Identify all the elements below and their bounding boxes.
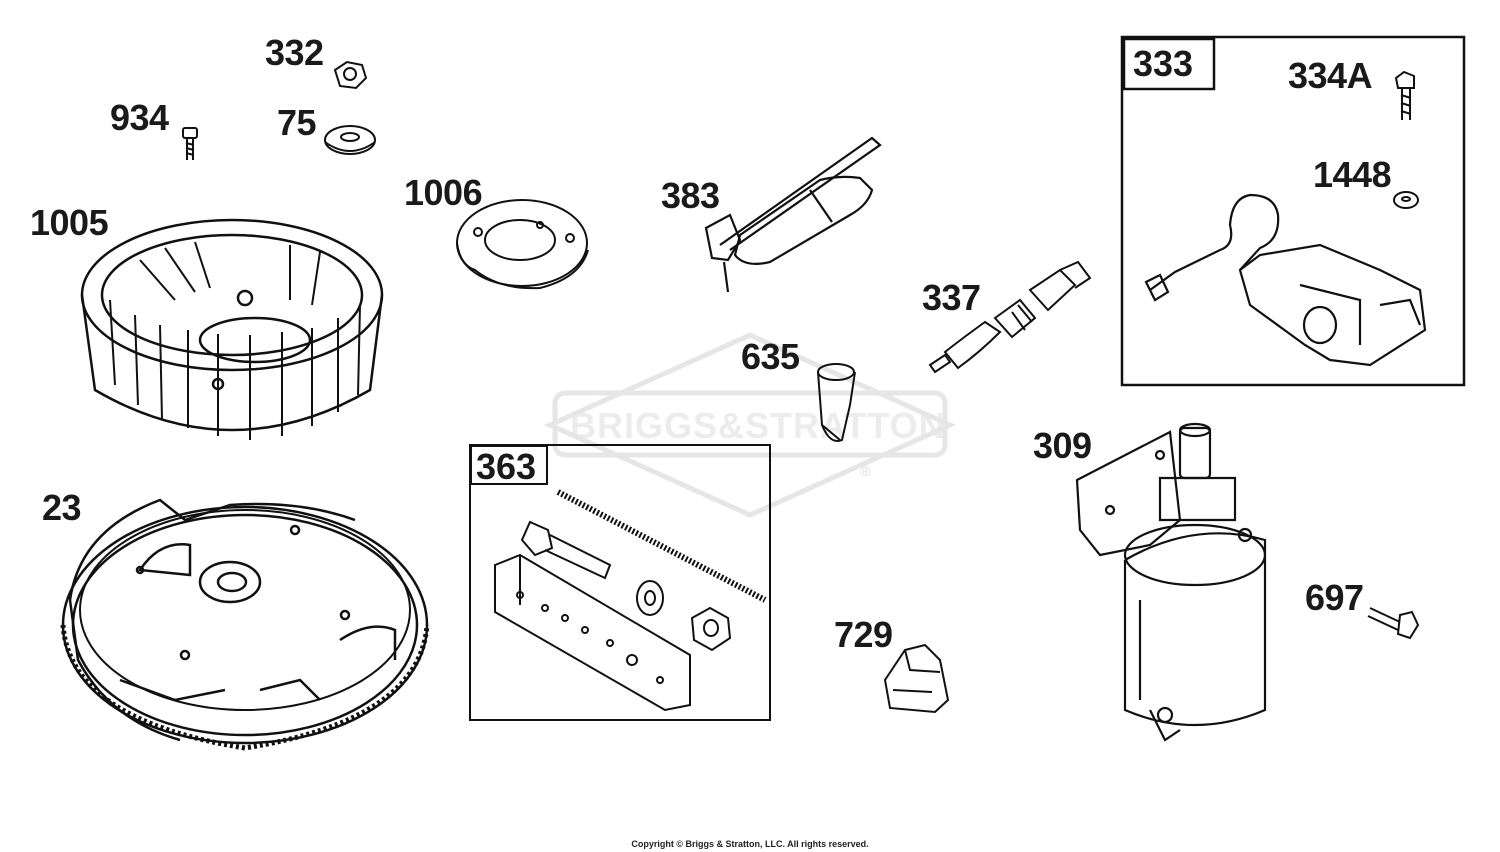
watermark-registered-mark: ® xyxy=(860,463,871,479)
kit-box-333 xyxy=(1120,35,1466,387)
washer-75-part xyxy=(324,125,376,155)
nut-332-part xyxy=(333,60,368,90)
fan-plate-1006-part xyxy=(456,199,589,290)
washer-1448-part xyxy=(1393,191,1419,209)
screw-334a-part xyxy=(1394,70,1415,120)
watermark-diamond xyxy=(543,332,957,518)
part-label-309[interactable]: 309 xyxy=(1033,425,1092,466)
part-label-334a[interactable]: 334A xyxy=(1288,55,1373,96)
kit-363-contents xyxy=(494,489,767,712)
part-label-75[interactable]: 75 xyxy=(277,102,317,143)
flywheel-23-part xyxy=(60,498,430,751)
kit-label-363[interactable]: 363 xyxy=(476,446,537,487)
part-label-337[interactable]: 337 xyxy=(922,277,981,318)
kit-box-363 xyxy=(469,444,771,721)
part-label-697[interactable]: 697 xyxy=(1305,577,1364,618)
part-label-934[interactable]: 934 xyxy=(110,97,169,138)
part-label-729[interactable]: 729 xyxy=(834,614,893,655)
part-label-332[interactable]: 332 xyxy=(265,32,324,73)
spark-plug-boot-635-part xyxy=(817,363,856,442)
part-label-383[interactable]: 383 xyxy=(661,175,720,216)
copyright-notice: Copyright © Briggs & Stratton, LLC. All … xyxy=(631,839,869,849)
watermark-logo: BRIGGS&STRATTON xyxy=(570,405,946,446)
kit-label-333[interactable]: 333 xyxy=(1133,43,1194,84)
control-lever-383-part xyxy=(704,136,882,293)
flywheel-fan-part xyxy=(80,218,384,440)
clip-729-part xyxy=(883,643,950,714)
part-label-1448[interactable]: 1448 xyxy=(1313,154,1392,195)
part-label-635[interactable]: 635 xyxy=(741,336,800,377)
ignition-coil-333-part xyxy=(1144,193,1427,367)
bolt-697-part xyxy=(1367,607,1420,640)
spark-plug-337-part xyxy=(928,260,1092,374)
part-label-23[interactable]: 23 xyxy=(42,487,82,528)
part-label-1005[interactable]: 1005 xyxy=(30,202,109,243)
part-label-1006[interactable]: 1006 xyxy=(404,172,483,213)
bolt-934-part xyxy=(182,127,198,160)
starter-motor-309-part xyxy=(1075,422,1267,742)
